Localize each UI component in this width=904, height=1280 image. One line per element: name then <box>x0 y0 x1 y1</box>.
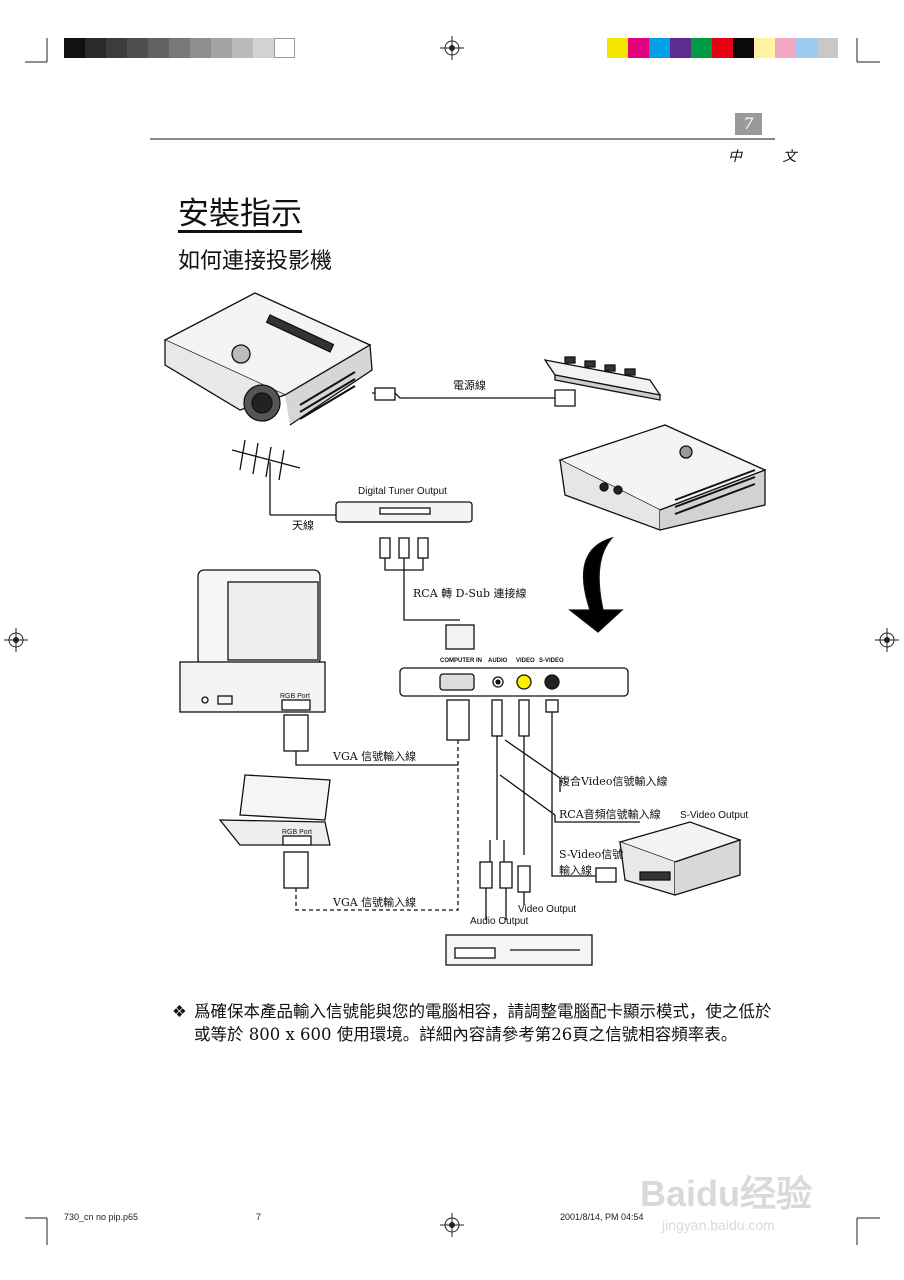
label-svideo-output: S-Video Output <box>680 810 748 821</box>
color-swatch <box>190 38 211 58</box>
color-swatch <box>775 38 796 58</box>
rca-plugs-top <box>379 537 475 650</box>
color-swatch <box>670 38 691 58</box>
label-video-output: Video Output <box>518 904 576 915</box>
color-swatch <box>691 38 712 58</box>
vga-plug-desktop <box>283 714 309 752</box>
color-swatch <box>106 38 127 58</box>
power-cable-line <box>372 392 555 399</box>
watermark-url: jingyan.baidu.com <box>662 1217 775 1233</box>
connection-diagram: 電源線 天線 Digital Tuner Output RCA 轉 D-Sub … <box>163 292 767 966</box>
page-title: 安裝指示 <box>178 196 302 232</box>
page-subtitle: 如何連接投影機 <box>178 249 333 274</box>
vcr-illustration <box>617 821 742 896</box>
watermark-brand: Baidu经验 <box>640 1173 813 1214</box>
vga-plug-projector <box>446 699 470 741</box>
footer-filename: 730_cn no pip.p65 <box>64 1212 139 1222</box>
label-audio-port: AUDIO <box>488 658 508 664</box>
label-rca-audio-cable: RCA音頻信號輸入線 <box>559 807 661 821</box>
footer-timestamp: 2001/8/14, PM 04:54 <box>560 1212 644 1222</box>
color-swatch <box>712 38 733 58</box>
vga-plug-laptop <box>283 851 309 889</box>
label-video-port: VIDEO <box>516 658 535 664</box>
color-swatch <box>733 38 754 58</box>
label-computer-in: COMPUTER IN <box>440 658 482 664</box>
label-composite-cable: 複合Video信號輸入線 <box>559 774 667 788</box>
label-rgb-port-desktop: RGB Port <box>280 693 310 700</box>
antenna-illustration <box>231 439 340 516</box>
label-vga-cable-1: VGA 信號輸入線 <box>332 749 416 763</box>
dvd-player-illustration <box>445 934 593 966</box>
laptop-illustration <box>218 774 331 846</box>
color-swatch <box>64 38 85 58</box>
color-swatch <box>85 38 106 58</box>
label-rca-dsub: RCA 轉 D-Sub 連接線 <box>413 586 527 600</box>
label-rgb-port-laptop: RGB Port <box>282 829 312 836</box>
language-label: 中 文 <box>728 149 815 165</box>
compatibility-note: ❖ 爲確保本產品輸入信號能與您的電腦相容，請調整電腦配卡顯示模式，使之低於或等於… <box>172 1000 782 1046</box>
desktop-computer-illustration <box>179 569 326 713</box>
label-power-cable: 電源線 <box>453 378 486 392</box>
label-svideo-port: S-VIDEO <box>539 658 564 664</box>
color-swatch <box>796 38 817 58</box>
note-text: 爲確保本產品輸入信號能與您的電腦相容，請調整電腦配卡顯示模式，使之低於或等於 8… <box>194 1002 772 1044</box>
color-swatch <box>274 38 295 58</box>
power-strip-illustration <box>543 356 662 401</box>
page-number: 7 <box>735 113 762 135</box>
label-vga-cable-2: VGA 信號輸入線 <box>332 895 416 909</box>
vga-line-solid <box>295 751 458 766</box>
color-swatch <box>649 38 670 58</box>
projector-port-panel <box>399 667 629 697</box>
color-swatch <box>754 38 775 58</box>
vga-line-dashed <box>295 740 459 911</box>
color-swatch <box>628 38 649 58</box>
digital-tuner-illustration <box>335 501 473 523</box>
color-swatch <box>211 38 232 58</box>
color-swatch <box>607 38 628 58</box>
projector-rear-illustration <box>558 424 767 531</box>
projector-illustration <box>163 292 373 426</box>
color-swatch <box>127 38 148 58</box>
color-swatch <box>232 38 253 58</box>
footer-page: 7 <box>256 1212 262 1222</box>
watermark: Baidu经验 jingyan.baidu.com <box>640 1165 812 1233</box>
label-audio-output: Audio Output <box>470 916 529 927</box>
color-swatch <box>148 38 169 58</box>
note-bullet: ❖ <box>172 1002 187 1021</box>
label-svideo-cable-1: S-Video信號 <box>559 848 623 861</box>
color-swatch <box>169 38 190 58</box>
color-swatch <box>817 38 838 58</box>
label-svideo-cable-2: 輸入線 <box>559 863 592 877</box>
label-antenna: 天線 <box>292 518 314 532</box>
label-digital-tuner: Digital Tuner Output <box>358 486 447 497</box>
color-swatch <box>253 38 274 58</box>
